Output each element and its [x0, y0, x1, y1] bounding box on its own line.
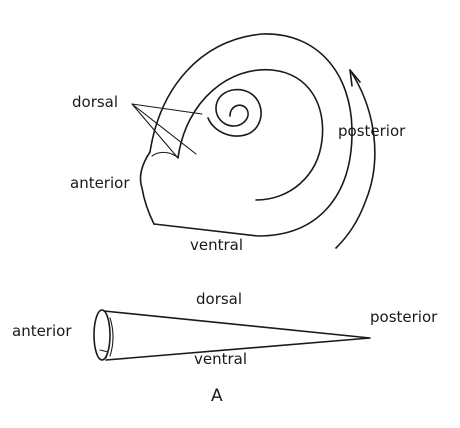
coiled-label-anterior: anterior	[70, 174, 130, 192]
coiled-label-dorsal: dorsal	[72, 93, 118, 111]
straight-shell: dorsal anterior posterior ventral	[12, 290, 438, 368]
coiled-dorsal-leader-middle	[131, 103, 197, 155]
coiled-shell-aperture	[139, 151, 155, 225]
straight-shell-cone	[103, 310, 371, 361]
coiled-label-ventral: ventral	[190, 236, 243, 254]
coiled-growth-arrowhead	[349, 69, 361, 87]
coiled-shell-protoconch-spiral	[207, 88, 262, 137]
straight-label-posterior: posterior	[370, 308, 438, 326]
coiled-dorsal-leader-inner	[131, 103, 203, 115]
coiled-dorsal-leader-outer	[131, 103, 179, 159]
straight-shell-aperture	[93, 309, 111, 361]
coiled-label-posterior: posterior	[338, 122, 406, 140]
coiled-shell-outer-whorl	[149, 33, 353, 237]
straight-label-anterior: anterior	[12, 322, 72, 340]
straight-shell-siphuncle-mark	[99, 349, 109, 359]
coiled-shell-inner-whorl	[177, 68, 324, 201]
straight-label-ventral: ventral	[194, 350, 247, 368]
figure-letter: A	[211, 386, 223, 406]
straight-label-dorsal: dorsal	[196, 290, 242, 308]
coiled-shell: dorsal anterior posterior ventral	[70, 33, 406, 254]
coiled-growth-arc	[335, 69, 376, 249]
straight-shell-growth-line	[109, 317, 114, 357]
